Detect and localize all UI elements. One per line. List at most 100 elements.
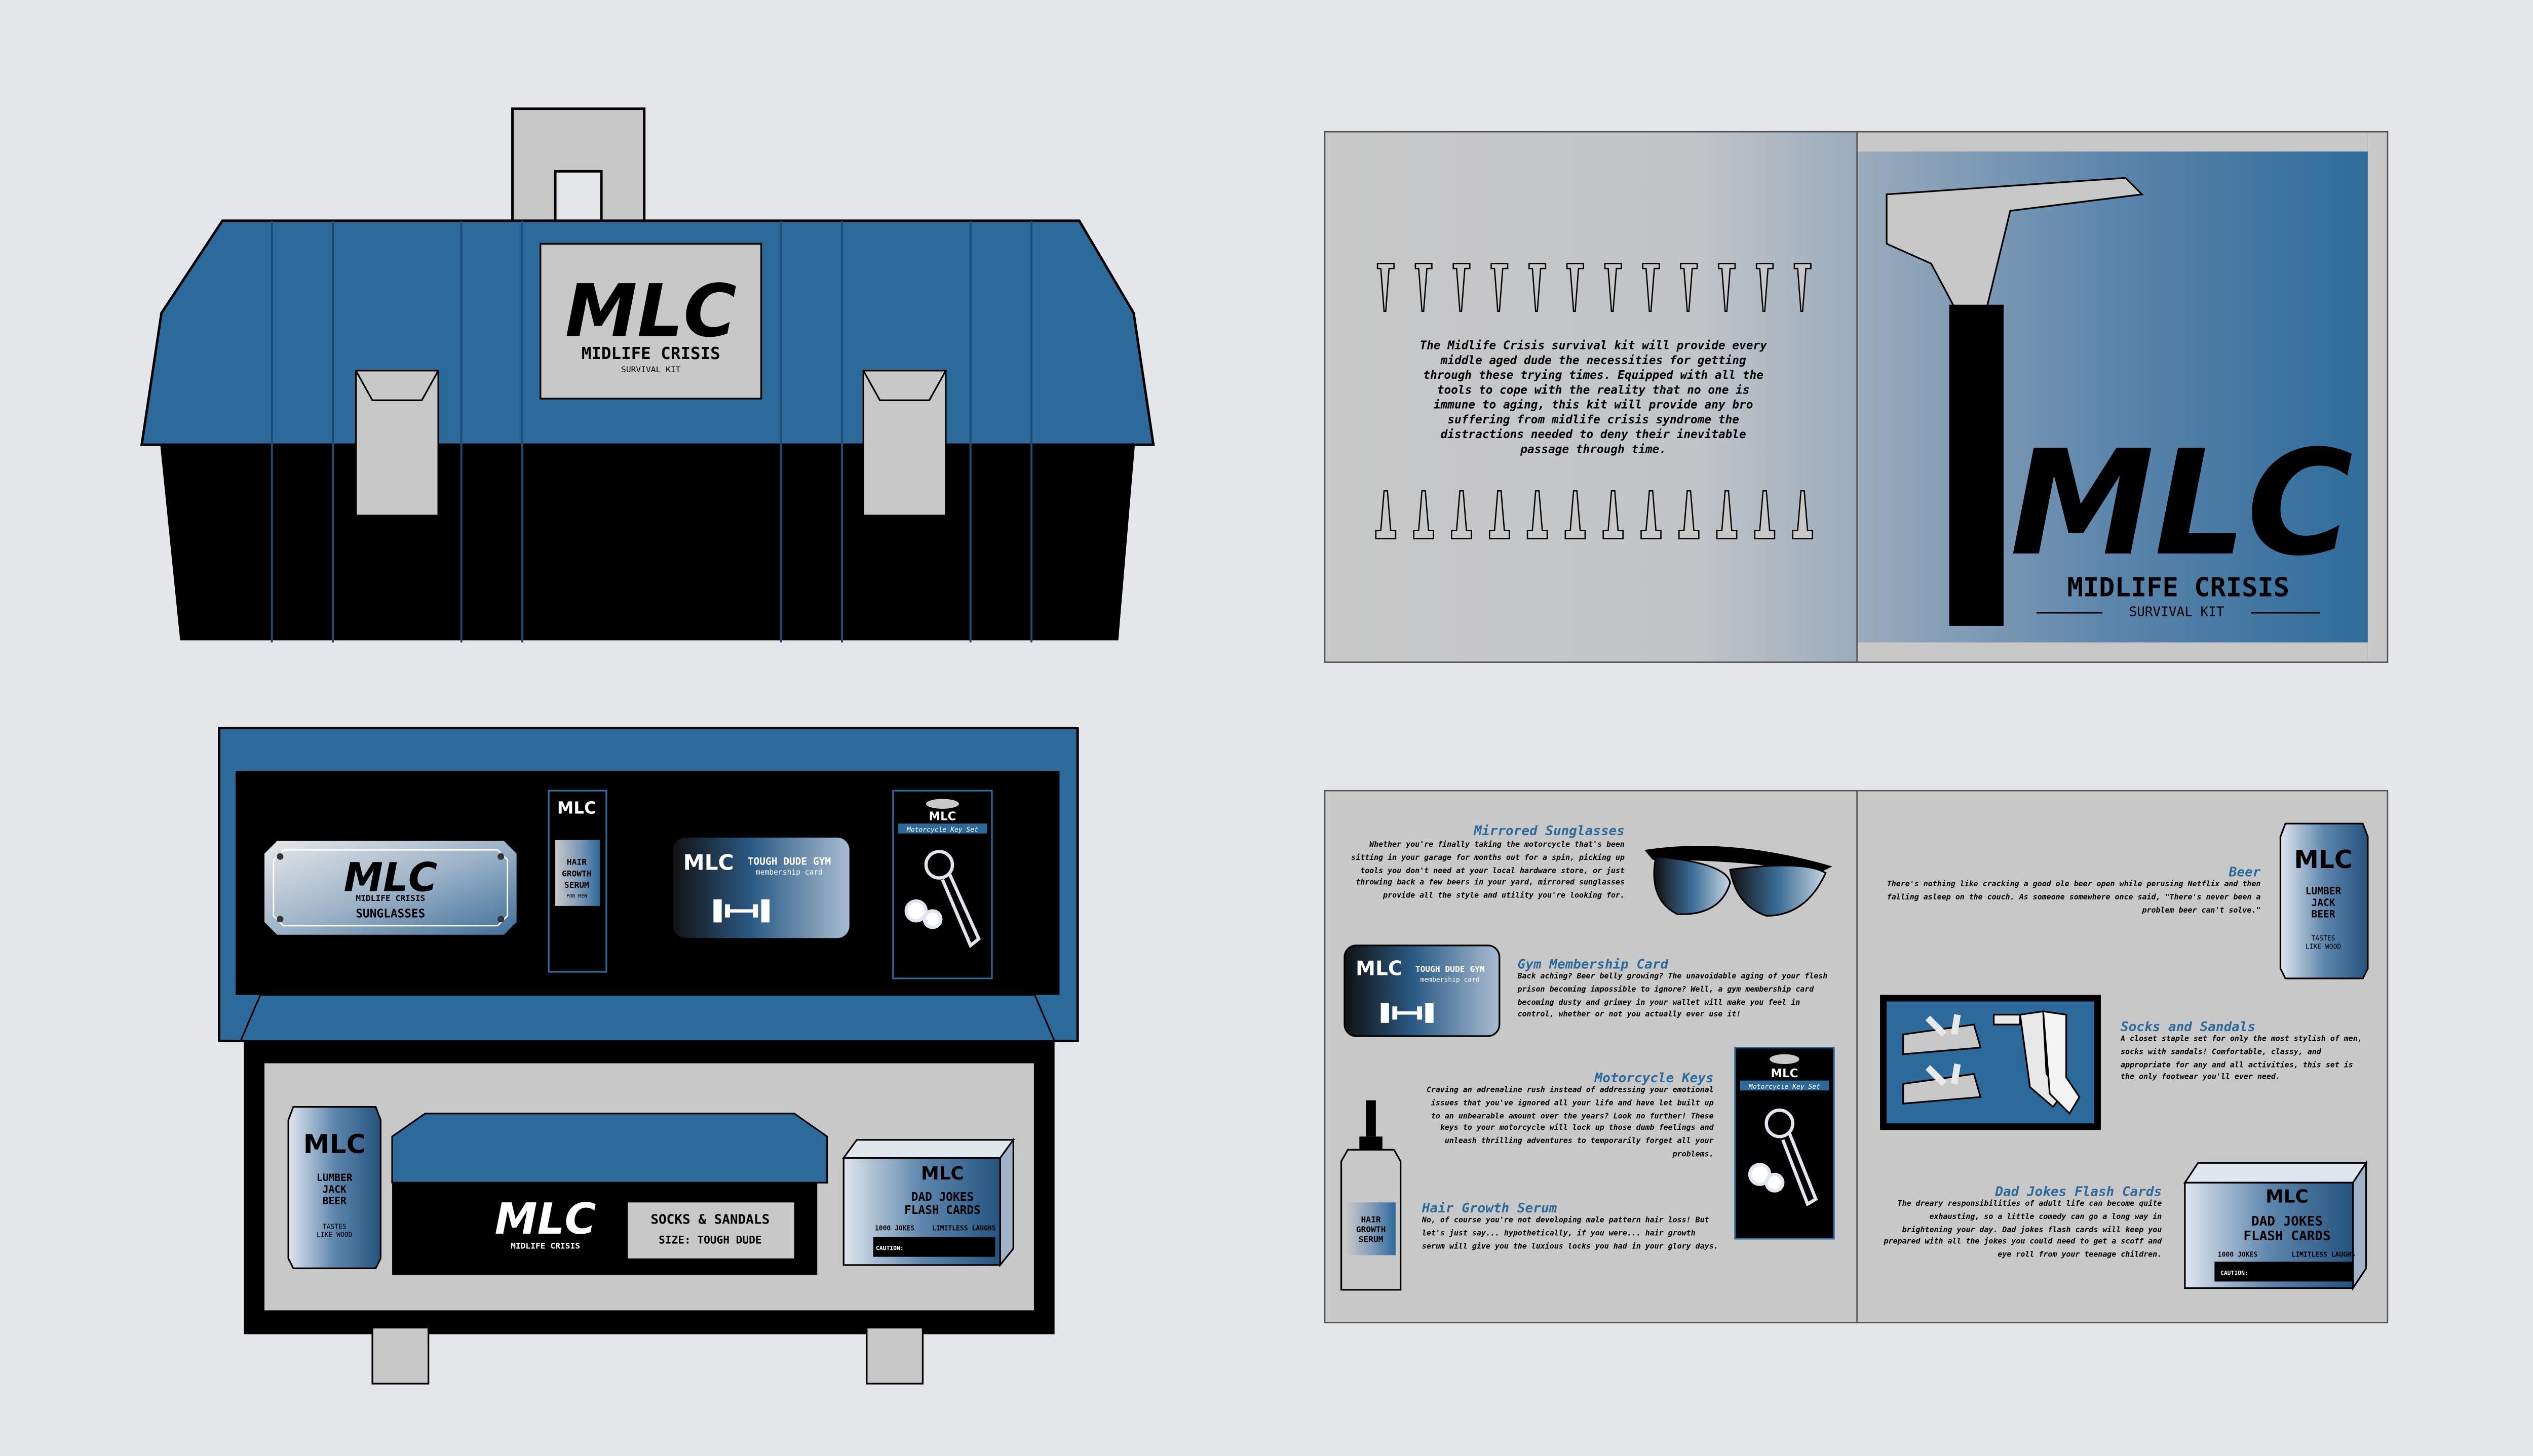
motorcycle-key-set: MLC Motorcycle Key Set: [892, 790, 993, 979]
gym-card-sub: membership card: [756, 868, 823, 877]
body-flashcards: The dreary responsibilities of adult lif…: [1884, 1201, 2162, 1261]
inside-cards-count: 1000 JOKES: [2218, 1251, 2257, 1259]
screw-row-bottom: [1375, 490, 1814, 539]
inside-key-set: MLC Motorcycle Key Set: [1734, 1046, 1835, 1240]
inside-cards-logo: MLC: [2266, 1186, 2309, 1207]
cards-box-count: 1000 JOKES: [875, 1225, 914, 1233]
toolbox-ridges: [271, 220, 1033, 643]
cards-box-tag: LIMITLESS LAUGHS: [932, 1225, 995, 1233]
inside-can-title-2: JACK: [2312, 897, 2335, 909]
body-sunglasses: Whether you're finally taking the motorc…: [1351, 842, 1625, 901]
hammer-icon: [1886, 177, 2144, 626]
serum-box-title-3: SERUM: [564, 880, 589, 890]
socks-box-size: SIZE: TOUGH DUDE: [659, 1234, 762, 1246]
can-title-3: BEER: [323, 1195, 347, 1207]
inside-flash-cards-box: MLC DAD JOKES FLASH CARDS 1000 JOKES LIM…: [2183, 1160, 2368, 1291]
inside-card-logo: MLC: [1356, 957, 1402, 980]
serum-box-title: HAIR: [567, 857, 587, 867]
cards-box-logo: MLC: [921, 1163, 964, 1184]
cards-box-title-2: FLASH CARDS: [904, 1204, 981, 1217]
can-title-2: JACK: [323, 1184, 347, 1195]
screw-row-top: [1376, 263, 1812, 312]
beer-can: MLC LUMBER JACK BEER TASTES LIKE WOOD: [287, 1106, 381, 1270]
plate-brand: MIDLIFE CRISIS: [356, 893, 425, 903]
booklet-cover-spread: The Midlife Crisis survival kit will pro…: [1324, 131, 2389, 663]
intro-paragraph: The Midlife Crisis survival kit will pro…: [1419, 339, 1767, 456]
booklet-inside-spread: Mirrored Sunglasses Whether you're final…: [1324, 790, 2389, 1324]
lid-label: MLC MIDLIFE CRISIS SURVIVAL KIT: [540, 243, 762, 400]
inside-gym-card: MLC TOUGH DUDE GYM membership card: [1344, 945, 1501, 1037]
inside-key-icon: [1748, 1108, 1818, 1207]
cards-box-title-1: DAD JOKES: [911, 1191, 974, 1204]
text-keys: Craving an adrenaline rush instead of ad…: [1426, 1087, 1714, 1160]
closed-toolbox: MLC MIDLIFE CRISIS SURVIVAL KIT: [140, 107, 1155, 643]
gym-card-title: TOUGH DUDE GYM: [748, 856, 831, 868]
inside-cards-title-2: FLASH CARDS: [2243, 1229, 2330, 1244]
sunglasses-icon: [1644, 846, 1832, 917]
serum-box-sub: FOR MEN: [566, 894, 587, 899]
cover-logo: MLC: [2010, 419, 2353, 588]
socks-sandals-illustration: [1880, 995, 2101, 1130]
inside-beer-can: MLC LUMBER JACK BEER TASTES LIKE WOOD: [2279, 822, 2369, 979]
socks-box-logo: MLC: [495, 1194, 596, 1244]
cover-tagline: SURVIVAL KIT: [2129, 604, 2224, 619]
cards-box-caution: CAUTION:: [876, 1245, 904, 1252]
heading-keys: Motorcycle Keys: [1594, 1071, 1714, 1086]
inside-cards-tag: LIMITLESS LAUGHS: [2291, 1251, 2355, 1259]
text-sunglasses: Whether you're finally taking the motorc…: [1351, 842, 1625, 901]
heading-beer: Beer: [2229, 864, 2261, 880]
inside-key-logo: MLC: [1771, 1067, 1798, 1080]
bottle-label-1: HAIR: [1361, 1214, 1381, 1224]
text-beer: There's nothing like cracking a good ole…: [1887, 881, 2261, 916]
dumbbell-icon: [713, 899, 770, 923]
plate-logo: MLC: [343, 855, 437, 901]
plate-label: SUNGLASSES: [356, 908, 425, 921]
toolbox-handle: [511, 107, 646, 225]
inside-can-sub-2: LIKE WOOD: [2306, 943, 2342, 951]
socks-box-title: SOCKS & SANDALS: [650, 1212, 770, 1228]
serum-box-title-2: GROWTH: [562, 869, 592, 878]
socks-sandals-box: MLC MIDLIFE CRISIS SOCKS & SANDALS SIZE:…: [391, 1113, 828, 1275]
can-title-1: LUMBER: [317, 1172, 353, 1184]
inside-dumbbell-icon: [1380, 1003, 1434, 1023]
inside-can-title-3: BEER: [2312, 909, 2335, 920]
serum-bottle: HAIR GROWTH SERUM: [1340, 1100, 1402, 1291]
key-icon: [904, 850, 981, 949]
can-logo: MLC: [303, 1129, 366, 1160]
inside-can-title-1: LUMBER: [2306, 885, 2342, 897]
can-sub-2: LIKE WOOD: [317, 1232, 353, 1239]
bottle-label-3: SERUM: [1359, 1234, 1384, 1244]
inside-card-sub: membership card: [1420, 976, 1479, 983]
gym-card: MLC TOUGH DUDE GYM membership card: [671, 836, 851, 940]
brand-tagline: SURVIVAL KIT: [621, 365, 681, 374]
heading-socks: Socks and Sandals: [2121, 1019, 2255, 1035]
body-beer: There's nothing like cracking a good ole…: [1887, 881, 2261, 916]
socks-box-brand: MIDLIFE CRISIS: [511, 1241, 580, 1250]
brand-name: MIDLIFE CRISIS: [582, 344, 720, 363]
serum-box-logo: MLC: [557, 799, 596, 818]
heading-sunglasses: Mirrored Sunglasses: [1473, 823, 1625, 839]
intro-text: The Midlife Crisis survival kit will pro…: [1419, 339, 1767, 456]
body-gym: Back aching? Beer belly growing? The una…: [1517, 973, 1828, 1020]
logo-mlc: MLC: [565, 269, 737, 353]
toolbox-body: [160, 443, 1135, 641]
text-serum: No, of course you're not developing male…: [1422, 1217, 1718, 1251]
open-toolbox: MLC MIDLIFE CRISIS SUNGLASSES MLC HAIR G…: [218, 727, 1079, 1385]
key-set-logo: MLC: [929, 810, 956, 823]
cover-brand: MIDLIFE CRISIS: [2067, 572, 2290, 603]
body-serum: No, of course you're not developing male…: [1422, 1217, 1718, 1251]
can-sub-1: TASTES: [323, 1223, 347, 1231]
body-socks: A closet staple set for only the most st…: [2120, 1036, 2362, 1083]
text-socks: A closet staple set for only the most st…: [2120, 1036, 2362, 1083]
inside-cards-caution: CAUTION:: [2220, 1269, 2248, 1276]
serum-box: MLC HAIR GROWTH SERUM FOR MEN: [548, 790, 607, 973]
text-flashcards: The dreary responsibilities of adult lif…: [1884, 1201, 2162, 1261]
bottle-label-2: GROWTH: [1356, 1225, 1386, 1234]
body-keys: Craving an adrenaline rush instead of ad…: [1426, 1087, 1714, 1160]
inside-card-title: TOUGH DUDE GYM: [1415, 964, 1485, 974]
inside-key-title: Motorcycle Key Set: [1748, 1083, 1820, 1091]
flash-cards-box: MLC DAD JOKES FLASH CARDS 1000 JOKES LIM…: [842, 1137, 1015, 1268]
heading-gym: Gym Membership Card: [1518, 957, 1669, 972]
gym-card-logo: MLC: [683, 850, 734, 875]
